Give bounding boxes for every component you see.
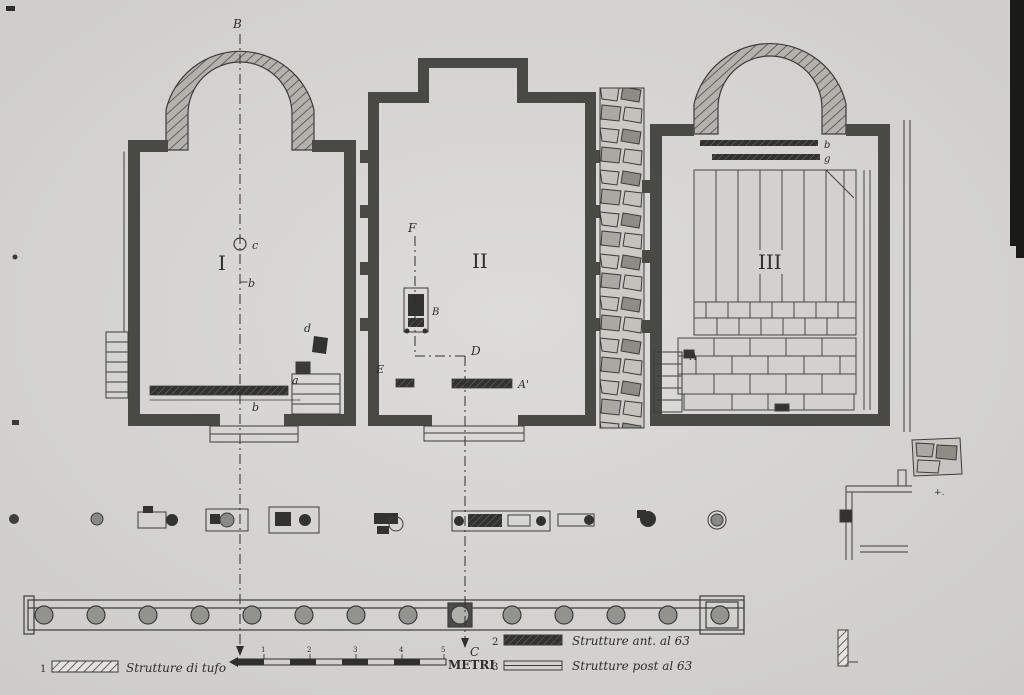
scale-tick-1: 1 [261, 646, 265, 654]
scale-unit-label: METRI [448, 658, 495, 672]
section-label-c: C [470, 645, 479, 659]
scale-tick-4: 4 [399, 646, 404, 654]
room-ii-left-wall [368, 92, 379, 426]
scale-ticks [263, 654, 445, 659]
room-i-tufo-strip [149, 385, 289, 396]
room-iii-bar-g [712, 154, 820, 160]
label-plus-mark: +. [934, 488, 945, 498]
legend-1-label: Strutture di tufo [126, 661, 226, 675]
label-b-lower: b [252, 401, 259, 414]
legend-1-swatch [51, 660, 119, 673]
room-iii-bar-b [700, 140, 818, 146]
room-ii-statue-base [403, 287, 429, 334]
legend-2-label: Strutture ant. al 63 [572, 634, 690, 648]
label-bar-g: g [824, 154, 830, 165]
paper-speck [12, 420, 19, 425]
label-a-strip: a [292, 374, 299, 387]
wall-fragments-row [9, 506, 727, 534]
room-i-feature-d-block [312, 336, 328, 354]
legend-2-swatch [503, 634, 563, 646]
section-label-b: B [232, 17, 242, 31]
scale-tick-2: 2 [307, 646, 311, 654]
room-iii-steps [653, 349, 695, 413]
scale-left-arrow [229, 657, 238, 667]
room-ii-top-wall-right [520, 92, 596, 103]
opus-incertum-strip [599, 87, 645, 429]
room-ii-tufo-strip-small [395, 378, 415, 388]
label-c-axis: c [252, 239, 258, 252]
label-e: E [375, 363, 384, 376]
room-i-left-wall [128, 140, 140, 426]
room-i-right-wall [344, 140, 356, 426]
room-ii-alcove-top [418, 58, 528, 68]
section-label-d: D [470, 344, 481, 358]
photo-edge-band-tail [1016, 246, 1024, 258]
room-iii-label-backing [754, 250, 790, 274]
room-ii-label: II [472, 249, 488, 273]
label-step-a: A [689, 352, 697, 363]
room-i-plan [105, 50, 356, 443]
room-ii-alcove-right [517, 58, 528, 103]
room-i-exterior-stair [105, 151, 129, 399]
right-exterior-walls [839, 120, 963, 560]
room-iii-right-wall [878, 124, 890, 426]
legend-1-index: 1 [40, 664, 46, 675]
room-i-altar-steps [291, 361, 341, 415]
room-iii-left-wall [650, 124, 662, 426]
paper-speck [12, 254, 18, 260]
room-ii-bottom-wall-right [518, 415, 596, 426]
colonnade [23, 595, 745, 635]
section-arrow-b [236, 646, 244, 656]
label-bar-b: b [824, 140, 830, 151]
label-d-feature: d [304, 322, 311, 335]
room-i-label: I [218, 251, 226, 275]
section-label-f: F [407, 221, 417, 235]
room-ii-right-wall [585, 92, 596, 426]
scale-tick-5: 5 [441, 646, 445, 654]
room-ii-tufo-strip [451, 378, 513, 389]
label-b-base: B [431, 307, 439, 318]
section-arrow-c [461, 638, 469, 648]
room-ii-alcove-left [418, 58, 429, 103]
room-iii-masonry-courses [677, 337, 857, 412]
label-a-prime: A' [517, 378, 529, 391]
room-i-bottom-wall-left [128, 414, 220, 426]
room-i-apse-wall [165, 50, 315, 151]
photo-edge-band [1010, 0, 1024, 246]
room-i-bottom-wall-right [284, 414, 356, 426]
room-iii-label: III [758, 250, 782, 274]
scale-tick-3: 3 [353, 646, 357, 654]
room-iii-apse-wall [693, 43, 847, 135]
room-iii-bottom-wall [650, 414, 890, 426]
legend: 1 Strutture di tufo 2 Strutture ant. al … [40, 634, 693, 675]
scale-bar-segments [238, 659, 420, 665]
room-iii-pilasters [642, 180, 650, 333]
label-b-axis: b [248, 277, 255, 290]
room-iii-plan [642, 43, 890, 426]
room-ii-top-wall-left [368, 92, 426, 103]
scale-bar: 1 2 3 4 5 METRI [229, 646, 495, 672]
legend-3-index: 3 [492, 662, 498, 673]
paper-speck [6, 6, 15, 11]
section-lines [239, 34, 466, 646]
legend-2-index: 2 [492, 637, 498, 648]
room-ii-bottom-wall-left [368, 415, 432, 426]
legend-3-label: Strutture post al 63 [572, 659, 693, 673]
bottom-right-fragment [837, 629, 849, 667]
